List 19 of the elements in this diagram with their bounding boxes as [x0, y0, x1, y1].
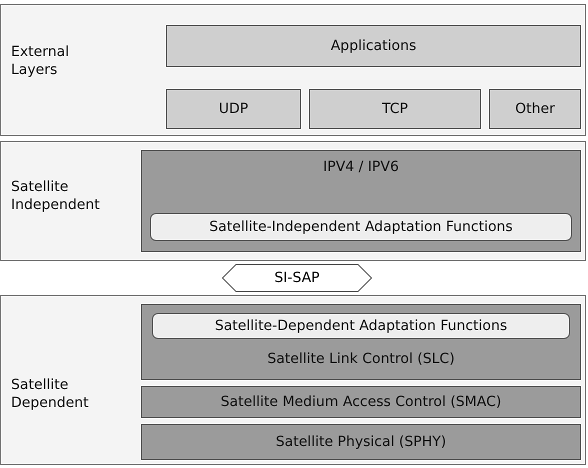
protocol-box [141, 150, 581, 252]
protocol-box: Satellite Physical (SPHY) [141, 424, 581, 460]
layer-label: External Layers [11, 43, 70, 79]
adaptation-function-box: Satellite-Dependent Adaptation Functions [152, 313, 570, 339]
service-access-point-hexagon: SI-SAP [222, 264, 372, 292]
layer-band [0, 4, 586, 136]
protocol-box: TCP [309, 89, 481, 129]
adaptation-function-box: Satellite-Independent Adaptation Functions [150, 213, 572, 241]
layer-band [0, 295, 586, 465]
protocol-box [141, 304, 581, 380]
layer-label: Satellite Dependent [11, 376, 90, 412]
protocol-label: Satellite Link Control (SLC) [266, 351, 456, 367]
protocol-box: Other [489, 89, 581, 129]
layer-label: Satellite Independent [11, 178, 101, 214]
layer-band [0, 141, 586, 261]
protocol-box: Applications [166, 25, 581, 67]
protocol-label: IPV4 / IPV6 [322, 159, 400, 175]
protocol-box: UDP [166, 89, 301, 129]
protocol-box: Satellite Medium Access Control (SMAC) [141, 386, 581, 418]
